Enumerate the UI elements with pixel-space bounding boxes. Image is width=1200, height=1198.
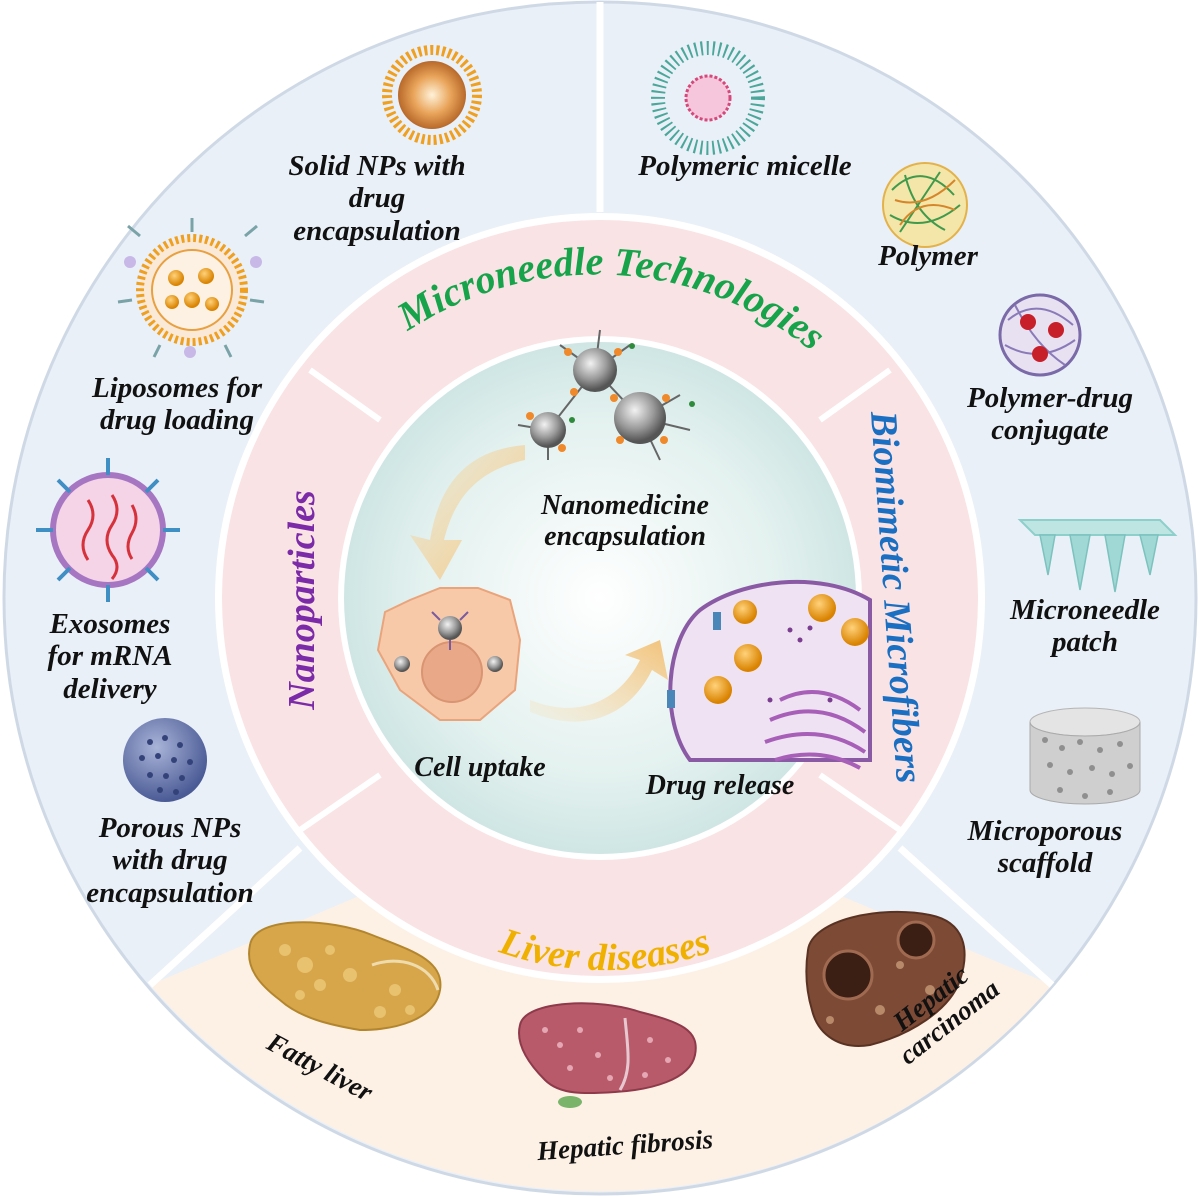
solid-nps-label: Solid NPs with drug encapsulation: [288, 150, 466, 247]
drug-release-label: Drug release: [645, 770, 795, 801]
microneedle-patch-label: Microneedle patch: [1010, 594, 1160, 659]
polymeric-micelle-icon: [651, 41, 765, 155]
nanomedicine-label: Nanomedicine encapsulation: [541, 490, 709, 553]
middle-divider-br: [818, 772, 902, 833]
microporous-scaffold-icon: [1029, 707, 1141, 805]
drug-release-icon: [667, 579, 872, 770]
microneedle-patch-icon: [1017, 519, 1178, 593]
fatty-liver-icon: [248, 921, 442, 1032]
porous-nps-label: Porous NPs with drug encapsulation: [86, 812, 254, 909]
polymeric-micelle-label: Polymeric micelle: [638, 150, 852, 182]
cell-uptake-label: Cell uptake: [414, 752, 546, 783]
microporous-scaffold-label: Microporous scaffold: [967, 815, 1123, 880]
exosome-icon: [36, 458, 180, 602]
exosomes-label: Exosomes for mRNA delivery: [47, 608, 173, 705]
cell-uptake-icon: [376, 587, 522, 721]
polymer-drug-conjugate-icon: [998, 293, 1082, 377]
nanomedicine-cluster-icon: [517, 329, 695, 461]
middle-divider-bl: [298, 772, 382, 833]
hepatic-carcinoma-icon: [805, 910, 966, 1047]
solid-np-icon: [382, 45, 482, 145]
arrow-to-cell-uptake: [410, 445, 525, 580]
liposome-icon: [117, 218, 265, 358]
hepatic-fibrosis-icon: [518, 1002, 697, 1108]
porous-np-icon: [123, 718, 207, 802]
section-title-nanoparticles: Nanoparticles: [281, 490, 323, 711]
liposomes-label: Liposomes for drug loading: [92, 372, 262, 437]
middle-divider-tl: [308, 367, 382, 423]
arrow-to-drug-release: [530, 640, 668, 722]
divider-right: [897, 845, 1055, 988]
polymer-drug-label: Polymer-drug conjugate: [967, 382, 1133, 447]
middle-divider-tr: [818, 367, 892, 423]
divider-left: [147, 845, 303, 988]
polymer-icon: [882, 162, 968, 248]
polymer-label: Polymer: [878, 240, 978, 272]
